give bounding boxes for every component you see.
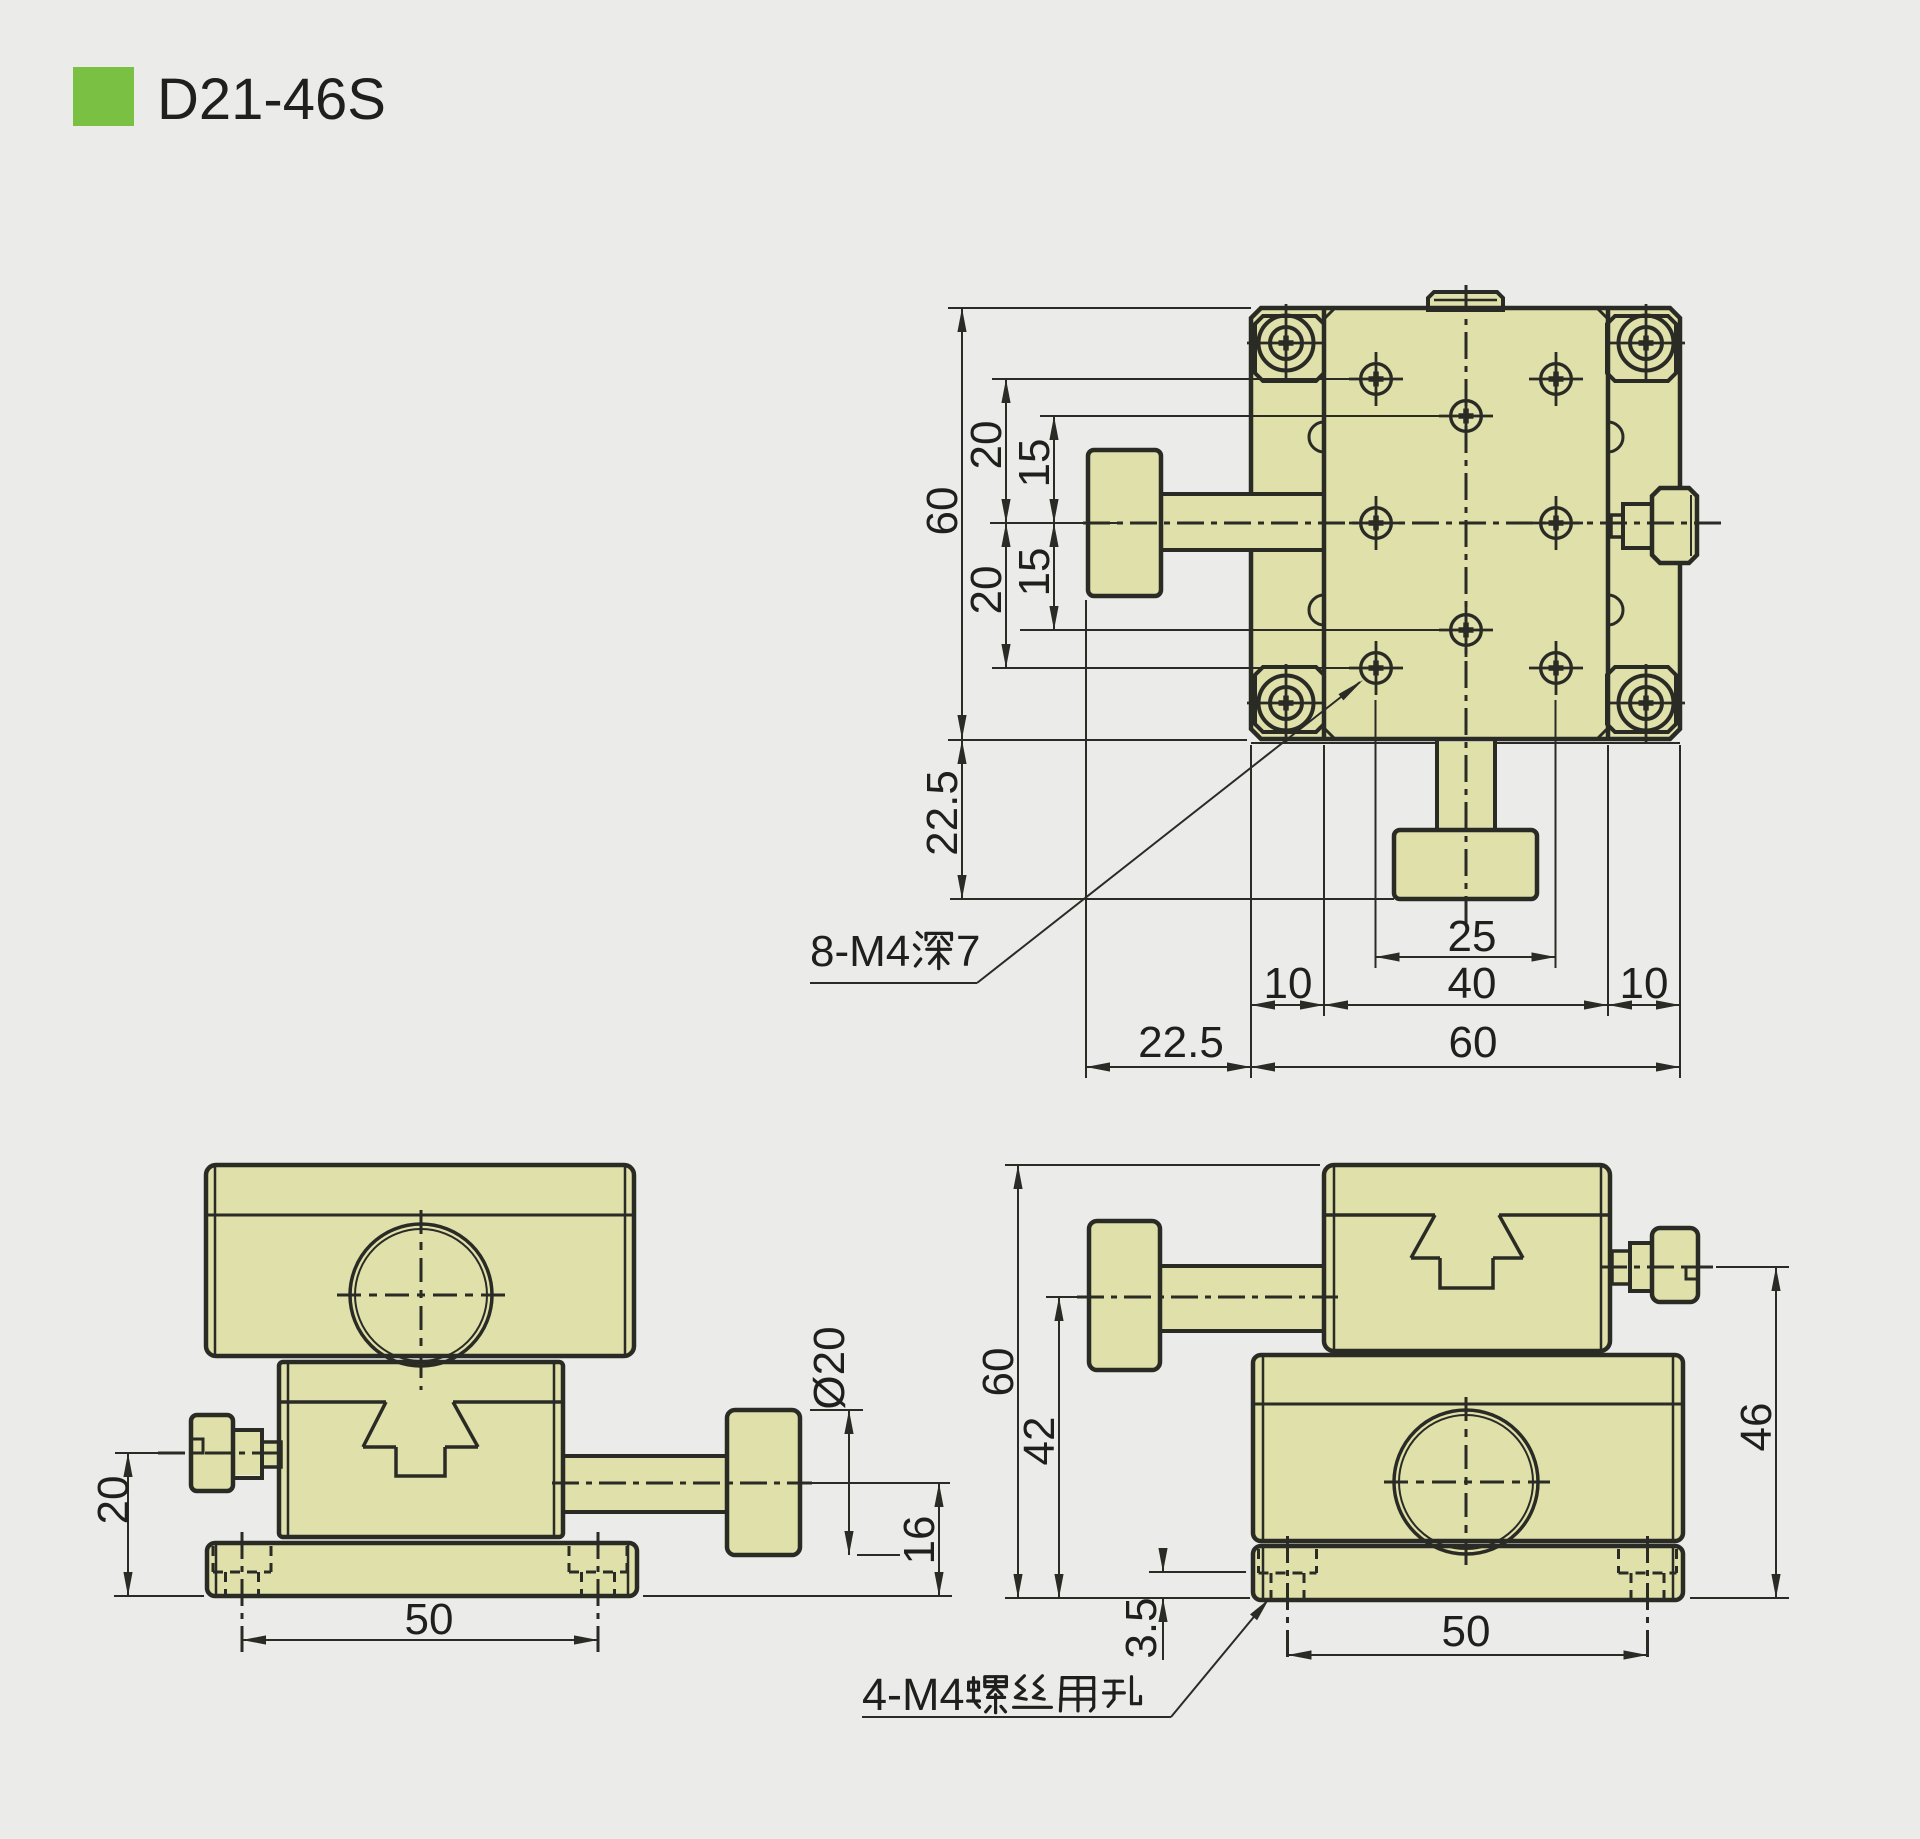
svg-text:20: 20 <box>89 1476 138 1525</box>
svg-text:10: 10 <box>1620 959 1669 1008</box>
svg-text:4-M4: 4-M4 <box>862 1669 965 1720</box>
svg-text:60: 60 <box>918 487 967 536</box>
svg-text:46: 46 <box>1732 1403 1781 1452</box>
svg-text:60: 60 <box>974 1348 1023 1397</box>
svg-text:42: 42 <box>1015 1417 1064 1466</box>
svg-text:8-M4: 8-M4 <box>810 927 910 976</box>
svg-text:22.5: 22.5 <box>918 770 967 856</box>
svg-text:60: 60 <box>1449 1018 1498 1067</box>
svg-text:3.5: 3.5 <box>1117 1597 1166 1658</box>
svg-text:7: 7 <box>956 927 980 976</box>
svg-text:16: 16 <box>895 1516 944 1565</box>
svg-text:15: 15 <box>1010 439 1059 488</box>
svg-text:22.5: 22.5 <box>1138 1018 1224 1067</box>
svg-text:50: 50 <box>405 1595 454 1644</box>
svg-text:Ø20: Ø20 <box>805 1326 854 1409</box>
svg-text:20: 20 <box>962 566 1011 615</box>
svg-text:40: 40 <box>1448 959 1497 1008</box>
svg-text:25: 25 <box>1448 912 1497 961</box>
svg-text:D21-46S: D21-46S <box>157 67 386 132</box>
svg-text:20: 20 <box>962 421 1011 470</box>
svg-text:10: 10 <box>1264 959 1313 1008</box>
svg-text:50: 50 <box>1442 1607 1491 1656</box>
svg-text:15: 15 <box>1010 548 1059 597</box>
